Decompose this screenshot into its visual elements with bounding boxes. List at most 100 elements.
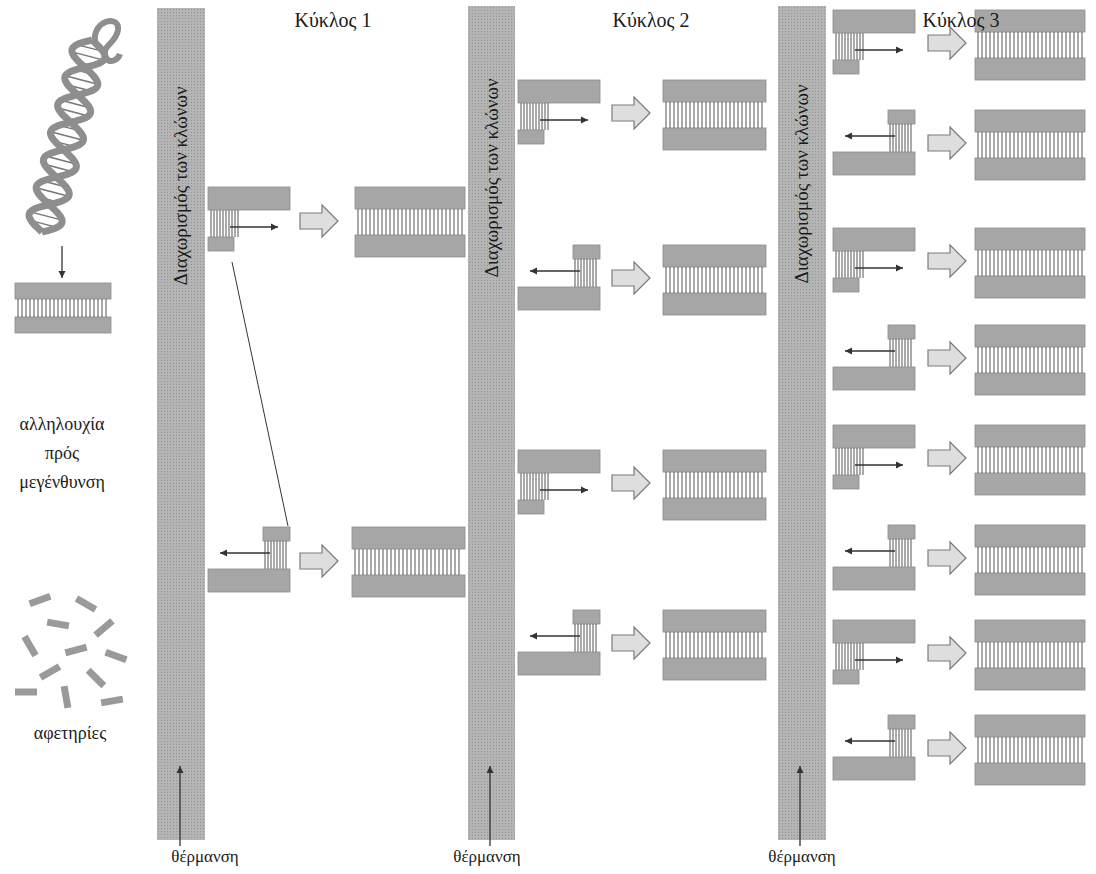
primer [104,649,127,663]
base-pair [406,209,407,235]
dna-strand [975,763,1085,785]
base-pair [1074,250,1075,276]
arrowhead [797,766,804,773]
base-pair [1030,347,1031,373]
base-pair [990,547,991,573]
base-pair [1082,547,1083,573]
base-pair [1078,547,1079,573]
base-pair [430,209,431,235]
base-pair [908,539,909,567]
base-pair [998,737,999,763]
helix-strand [95,21,120,61]
base-pair [355,549,356,575]
base-pair [1070,642,1071,668]
base-pair [726,472,727,498]
base-pair [578,259,579,287]
base-pair [419,549,420,575]
base-pair [1046,737,1047,763]
base-pair [978,737,979,763]
base-pair [375,549,376,575]
base-pair [1038,250,1039,276]
base-pair [666,472,667,498]
base-pair [734,102,735,128]
base-pair [998,547,999,573]
base-pair [1042,547,1043,573]
base-pair [978,347,979,373]
annealed-primer [518,610,600,675]
base-pair [1050,642,1051,668]
base-pair [899,539,900,567]
base-pair [730,267,731,293]
base-pair [990,642,991,668]
base-pair [459,549,460,575]
base-pair [58,299,59,317]
base-pair [690,102,691,128]
base-pair [1078,642,1079,668]
annealed-primer [833,620,915,684]
base-pair [1006,132,1007,158]
base-pair [407,549,408,575]
base-pair [1078,447,1079,473]
dna-strand [663,245,766,267]
dna-strand [975,668,1085,690]
base-pair [998,347,999,373]
base-pair [42,299,43,317]
base-pair [1022,132,1023,158]
base-pair [902,729,903,757]
base-pair [596,259,597,287]
base-pair [593,259,594,287]
base-pair [978,132,979,158]
base-pair [1054,737,1055,763]
base-pair [902,539,903,567]
base-pair [362,209,363,235]
base-pair [1034,737,1035,763]
base-pair [1002,132,1003,158]
base-pair [982,347,983,373]
base-pair [714,632,715,658]
cycle-label: Κύκλος 1 [294,8,371,32]
base-pair [1074,132,1075,158]
base-pair [383,549,384,575]
base-pair [391,549,392,575]
base-pair [1006,547,1007,573]
primer [64,644,87,656]
extension-arrow [230,226,278,227]
base-pair [694,102,695,128]
base-pair [730,632,731,658]
base-pair [1070,737,1071,763]
base-pair [1034,547,1035,573]
base-pair [694,472,695,498]
base-pair [1018,547,1019,573]
base-pair [584,259,585,287]
base-pair [1042,347,1043,373]
dna-strand [975,425,1085,447]
arrowhead [896,47,903,54]
arrowhead [581,117,588,124]
base-pair [462,209,463,235]
base-pair [998,32,999,58]
base-pair [1010,347,1011,373]
base-pair [982,32,983,58]
extension-arrow [855,267,903,268]
base-pair [1038,32,1039,58]
base-pair [539,473,540,500]
block-arrow [300,205,338,237]
base-pair [1054,547,1055,573]
base-pair [905,539,906,567]
base-pair [742,472,743,498]
cycle-label: Κύκλος 2 [612,8,689,32]
base-pair [1026,547,1027,573]
base-pair [851,643,852,670]
base-pair [1082,642,1083,668]
base-pair [690,632,691,658]
base-pair [1070,347,1071,373]
base-pair [1054,347,1055,373]
base-pair [890,729,891,757]
arrowhead [581,487,588,494]
base-pair [839,643,840,670]
base-pair [1014,132,1015,158]
base-pair [1082,447,1083,473]
double-strand [352,527,465,597]
base-pair [990,132,991,158]
base-pair [1014,547,1015,573]
